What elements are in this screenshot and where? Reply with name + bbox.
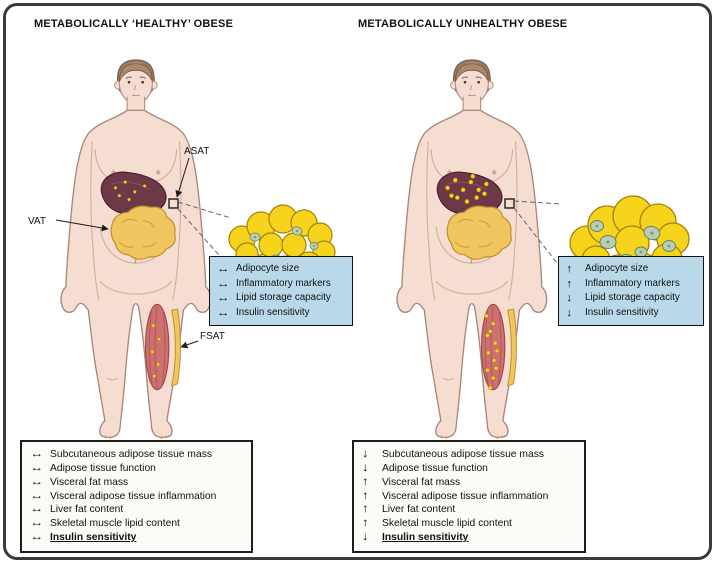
summary-row: ↑Visceral adipose tissue inflammation [362,489,549,502]
trend-arrow: ↔ [30,517,44,530]
healthy-obese-illustration: ASAT VAT FSAT [28,59,336,440]
status-row: ↔Lipid storage capacity [217,292,331,305]
human-figure [60,59,212,440]
summary-row: ↑Liver fat content [362,503,456,516]
trend-arrow: ↔ [217,306,230,319]
unhealthy-obese-illustration [396,59,690,440]
fsat-label: FSAT [180,331,225,349]
summary-row: ↓Adipose tissue function [362,461,488,474]
summary-row: ↔Skeletal muscle lipid content [30,517,180,530]
status-row: ↔Inflammatory markers [217,277,331,290]
summary-row: ↓Insulin sensitivity [362,531,469,544]
status-row: ↑Inflammatory markers [566,277,680,290]
trend-arrow: ↔ [30,503,44,516]
trend-arrow: ↔ [217,292,230,305]
trend-arrow: ↔ [30,448,44,460]
trend-arrow: ↔ [30,531,44,544]
figure-canvas: METABOLICALLY ‘HEALTHY’ OBESE [3,3,712,560]
trend-arrow: ↔ [30,475,44,488]
status-row: ↓Insulin sensitivity [566,306,659,319]
summary-row: ↔Visceral adipose tissue inflammation [30,489,217,502]
trend-arrow: ↑ [362,475,369,488]
biopsy-marker-square [168,198,179,209]
trend-arrow: ↓ [362,448,369,460]
adipocyte-status-box-unhealthy: ↑Adipocyte size ↑Inflammatory markers ↓L… [558,256,704,326]
muscle-lipid-dots [484,313,500,390]
status-row: ↓Lipid storage capacity [566,292,680,305]
trend-arrow: ↑ [362,503,369,516]
systemic-status-box-unhealthy: ↓Subcutaneous adipose tissue mass ↓Adipo… [352,440,586,553]
status-row: ↔Adipocyte size [217,263,300,275]
summary-row: ↔Insulin sensitivity [30,531,137,544]
trend-arrow: ↔ [30,461,44,474]
status-row: ↑Adipocyte size [566,263,649,275]
human-figure [396,59,548,440]
summary-row: ↑Visceral fat mass [362,475,461,488]
trend-arrow: ↓ [566,292,573,305]
trend-arrow: ↑ [566,277,573,290]
vat-label: VAT [28,216,109,232]
summary-row: ↔Adipose tissue function [30,461,156,474]
trend-arrow: ↓ [362,531,369,544]
summary-row: ↔Liver fat content [30,503,124,516]
svg-text:VAT: VAT [28,216,46,227]
dashed-connector-lines [513,200,565,273]
summary-row: ↓Subcutaneous adipose tissue mass [362,448,544,460]
liver-fat-dots [445,173,489,204]
adipocyte-status-box-healthy: ↔Adipocyte size ↔Inflammatory markers ↔L… [209,256,353,326]
trend-arrow: ↓ [566,306,573,319]
trend-arrow: ↔ [217,263,230,275]
trend-arrow: ↔ [30,489,44,502]
trend-arrow: ↑ [362,489,369,502]
systemic-status-box-healthy: ↔Subcutaneous adipose tissue mass ↔Adipo… [20,440,253,553]
summary-row: ↔Visceral fat mass [30,475,129,488]
dashed-connector-lines [177,201,235,273]
summary-row: ↑Skeletal muscle lipid content [362,517,512,530]
panel-title-healthy: METABOLICALLY ‘HEALTHY’ OBESE [34,18,234,30]
muscle-lipid-dots [150,323,162,378]
svg-text:FSAT: FSAT [200,331,225,342]
trend-arrow: ↔ [217,277,230,290]
panel-title-unhealthy: METABOLICALLY UNHEALTHY OBESE [358,18,568,30]
trend-arrow: ↑ [566,263,573,275]
liver-fat-dots [113,180,147,202]
status-row: ↔Insulin sensitivity [217,306,310,319]
svg-text:ASAT: ASAT [184,146,209,157]
asat-label: ASAT [175,146,209,198]
summary-row: ↔Subcutaneous adipose tissue mass [30,448,212,460]
trend-arrow: ↓ [362,461,369,474]
biopsy-marker-square [504,198,515,209]
trend-arrow: ↑ [362,517,369,530]
